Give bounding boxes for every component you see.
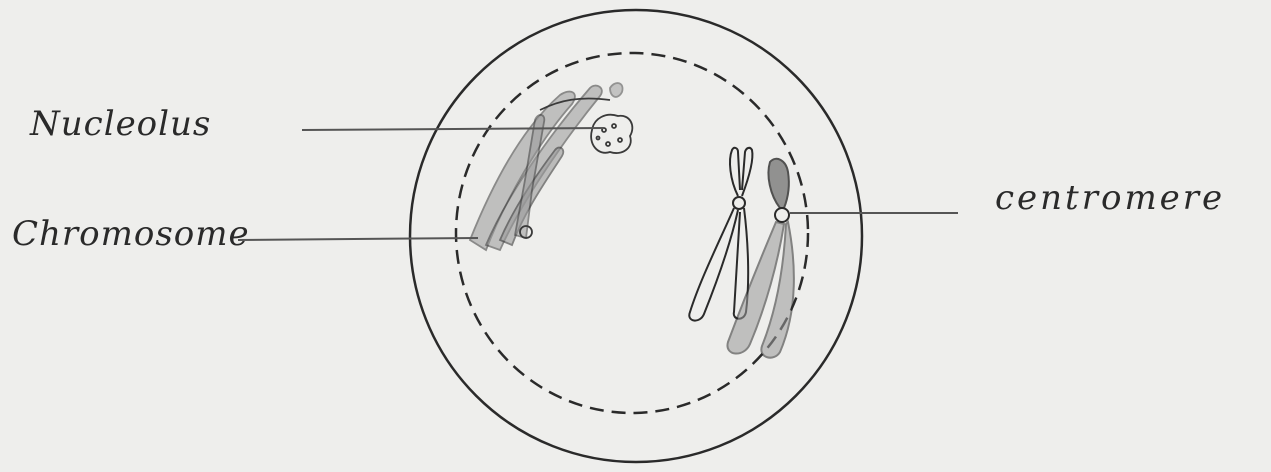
nucleolus-label: Nucleolus [30, 104, 211, 144]
right-chromosomes [689, 148, 794, 358]
chromosome-label: Chromosome [12, 214, 250, 254]
centromere-label: centromere [995, 178, 1225, 218]
nucleolus [591, 115, 632, 153]
chromosome-leader-line [238, 238, 478, 240]
chromosome-cluster [470, 83, 623, 250]
